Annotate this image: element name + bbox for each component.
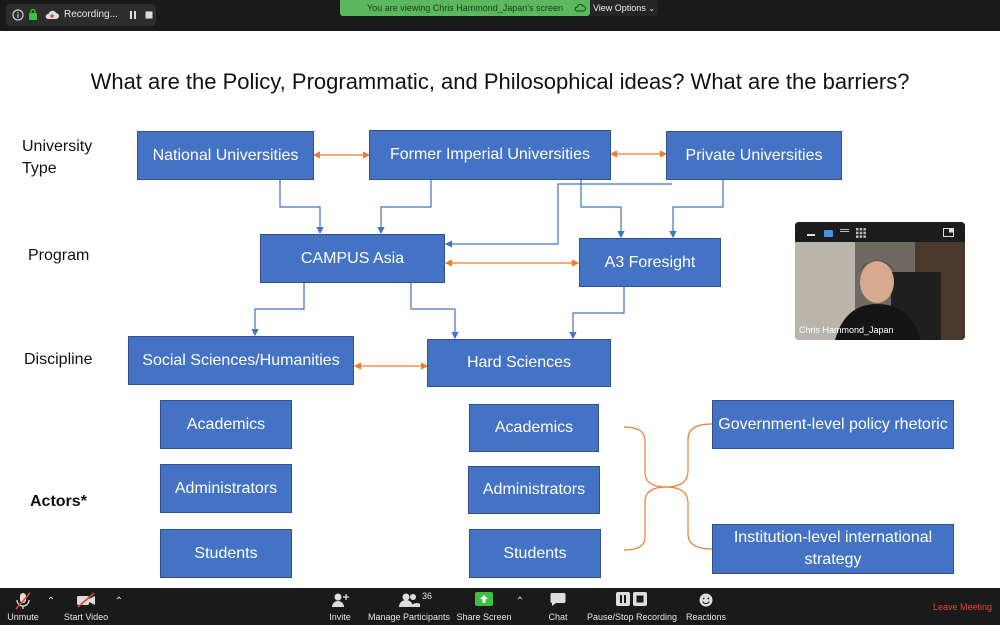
box-private-universities: Private Universities bbox=[666, 131, 842, 180]
exit-fullscreen-icon[interactable] bbox=[943, 228, 954, 237]
row-label-university-type: University Type bbox=[22, 136, 92, 180]
slide-title: What are the Policy, Programmatic, and P… bbox=[90, 69, 910, 94]
chevron-up-icon: ⌃ bbox=[515, 596, 525, 607]
chat-label: Chat bbox=[548, 612, 568, 622]
row-label-university-line1: University bbox=[22, 138, 93, 155]
arrow-campus-social bbox=[251, 283, 305, 337]
speaker-view-icon[interactable] bbox=[824, 230, 833, 237]
recording-label: Recording... bbox=[64, 9, 118, 20]
participant-count: 36 bbox=[422, 591, 433, 601]
pause-stop-recording-label: Pause/Stop Recording bbox=[586, 612, 678, 622]
arrow-a3-hard bbox=[569, 287, 625, 340]
box-right-academics: Academics bbox=[469, 404, 599, 452]
arrow-private-campus bbox=[444, 183, 672, 248]
arrow-national-campus bbox=[279, 180, 324, 235]
box-left-administrators: Administrators bbox=[160, 464, 292, 513]
invite-label: Invite bbox=[329, 612, 351, 622]
box-institution-international-strategy: Institution-level international strategy bbox=[712, 524, 954, 574]
row-label-university-line2: Type bbox=[22, 160, 57, 177]
diagram-connectors bbox=[251, 150, 724, 551]
chat-button[interactable]: Chat bbox=[540, 588, 576, 625]
view-options-button[interactable]: View Options ⌄ bbox=[590, 0, 658, 16]
strip-view-icon[interactable] bbox=[840, 229, 849, 238]
chat-bubble-icon bbox=[550, 593, 566, 606]
screen-share-banner-text: You are viewing Chris Hammond_Japan's sc… bbox=[367, 3, 563, 13]
actors-brace-right bbox=[665, 423, 713, 550]
chevron-up-icon: ⌃ bbox=[114, 596, 124, 607]
invite-button[interactable]: Invite bbox=[322, 588, 358, 625]
unmute-label: Unmute bbox=[7, 612, 39, 622]
meeting-controls-bar: Unmute ⌃ Start Video ⌃ Invite 36 Manage … bbox=[0, 588, 1000, 625]
video-options-chevron[interactable]: ⌃ bbox=[112, 588, 126, 625]
share-options-chevron[interactable]: ⌃ bbox=[513, 588, 527, 625]
box-right-students: Students bbox=[469, 529, 601, 578]
participant-name: Chris Hammond_Japan bbox=[799, 325, 894, 335]
lock-icon[interactable] bbox=[28, 8, 38, 21]
share-screen-icon bbox=[475, 592, 493, 606]
box-a3-foresight: A3 Foresight bbox=[579, 238, 721, 287]
audio-options-chevron[interactable]: ⌃ bbox=[44, 588, 58, 625]
actors-brace bbox=[623, 426, 667, 551]
chevron-up-icon: ⌃ bbox=[46, 596, 56, 607]
box-social-sciences-humanities: Social Sciences/Humanities bbox=[128, 336, 354, 385]
share-screen-button[interactable]: Share Screen bbox=[456, 588, 512, 625]
leave-meeting-button[interactable]: Leave Meeting bbox=[932, 602, 992, 612]
start-video-button[interactable]: Start Video bbox=[60, 588, 112, 625]
cloud-recording-icon bbox=[45, 10, 59, 19]
box-government-policy-rhetoric: Government-level policy rhetoric bbox=[712, 400, 954, 449]
manage-participants-button[interactable]: 36 Manage Participants bbox=[366, 588, 452, 625]
view-options-label: View Options bbox=[592, 3, 646, 13]
box-left-students: Students bbox=[160, 529, 292, 578]
cloud-icon bbox=[574, 3, 586, 12]
arrow-campus-hard bbox=[410, 283, 459, 340]
row-label-program: Program bbox=[28, 247, 90, 264]
share-screen-label: Share Screen bbox=[456, 612, 512, 622]
arrow-private-a3 bbox=[669, 180, 724, 239]
row-label-discipline: Discipline bbox=[24, 351, 93, 368]
box-hard-sciences: Hard Sciences bbox=[427, 339, 611, 387]
smiley-icon bbox=[699, 593, 713, 607]
participant-video-tile[interactable]: Chris Hammond_Japan bbox=[795, 222, 965, 340]
gallery-view-icon[interactable] bbox=[856, 228, 866, 238]
screen-share-banner: You are viewing Chris Hammond_Japan's sc… bbox=[340, 0, 590, 16]
add-person-icon bbox=[332, 593, 349, 607]
minimize-icon[interactable] bbox=[807, 234, 815, 236]
pause-stop-icon bbox=[616, 592, 647, 606]
microphone-muted-icon bbox=[15, 592, 31, 610]
reactions-label: Reactions bbox=[685, 612, 727, 622]
arrow-former-a3 bbox=[580, 180, 625, 239]
start-video-label: Start Video bbox=[63, 612, 109, 622]
arrow-former-campus bbox=[377, 180, 432, 235]
box-right-administrators: Administrators bbox=[468, 466, 600, 514]
box-campus-asia: CAMPUS Asia bbox=[260, 234, 445, 283]
unmute-button[interactable]: Unmute bbox=[2, 588, 44, 625]
box-national-universities: National Universities bbox=[137, 131, 314, 180]
row-label-actors: Actors* bbox=[30, 493, 87, 510]
participants-icon bbox=[399, 593, 420, 607]
manage-participants-label: Manage Participants bbox=[367, 612, 451, 622]
box-former-imperial-universities: Former Imperial Universities bbox=[369, 130, 611, 180]
chevron-down-icon: ⌄ bbox=[648, 4, 656, 13]
reactions-button[interactable]: Reactions bbox=[684, 588, 728, 625]
recording-indicator: Recording... bbox=[6, 4, 156, 26]
pause-stop-recording-button[interactable]: Pause/Stop Recording bbox=[586, 588, 678, 625]
pause-icon[interactable] bbox=[128, 10, 138, 20]
stop-icon[interactable] bbox=[144, 10, 154, 20]
participant-video bbox=[795, 242, 965, 340]
info-icon[interactable] bbox=[12, 9, 24, 21]
box-left-academics: Academics bbox=[160, 400, 292, 449]
video-camera-off-icon bbox=[77, 592, 95, 608]
video-tile-toolbar bbox=[795, 222, 965, 242]
meeting-top-bar: Recording... You are viewing Chris Hammo… bbox=[0, 0, 1000, 31]
